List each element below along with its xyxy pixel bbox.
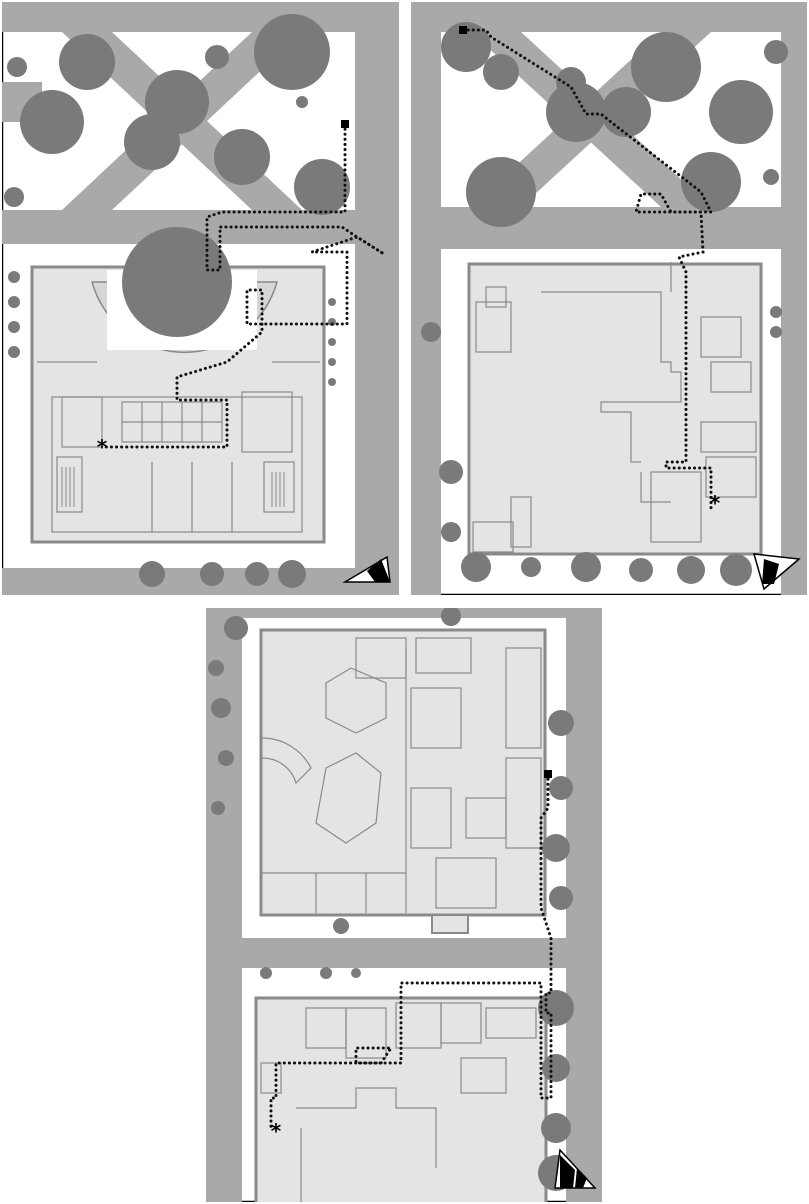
destination-marker: * — [710, 491, 721, 515]
road-middle — [206, 938, 602, 968]
north-arrow-icon — [752, 553, 801, 591]
destination-marker: * — [271, 1119, 282, 1143]
start-marker — [341, 120, 349, 128]
trees — [4, 14, 350, 588]
map-panel-1: * — [2, 2, 399, 595]
map-panel-3: * — [206, 608, 602, 1202]
road-middle — [411, 207, 807, 249]
road-top — [206, 608, 602, 618]
map-panel-1-svg: * — [2, 2, 399, 595]
start-marker — [544, 770, 552, 778]
destination-marker: * — [97, 435, 108, 459]
dotted-route — [269, 772, 553, 1130]
north-arrow-icon — [342, 555, 391, 583]
road-right — [355, 2, 399, 595]
map-panel-3-svg: * — [206, 608, 602, 1202]
road-right — [566, 608, 602, 1202]
map-panel-2-svg: * — [411, 2, 807, 595]
road-right — [781, 2, 807, 595]
building-complex — [467, 262, 763, 556]
road-top — [2, 2, 399, 32]
dotted-route — [461, 28, 714, 514]
trees — [421, 22, 788, 586]
road-left — [411, 2, 441, 595]
road-left — [206, 608, 242, 1202]
dotted-route — [100, 122, 385, 449]
building-complex-north — [259, 628, 547, 934]
map-panel-2: * — [411, 2, 807, 595]
north-arrow-icon — [554, 1148, 597, 1189]
start-marker — [459, 26, 467, 34]
